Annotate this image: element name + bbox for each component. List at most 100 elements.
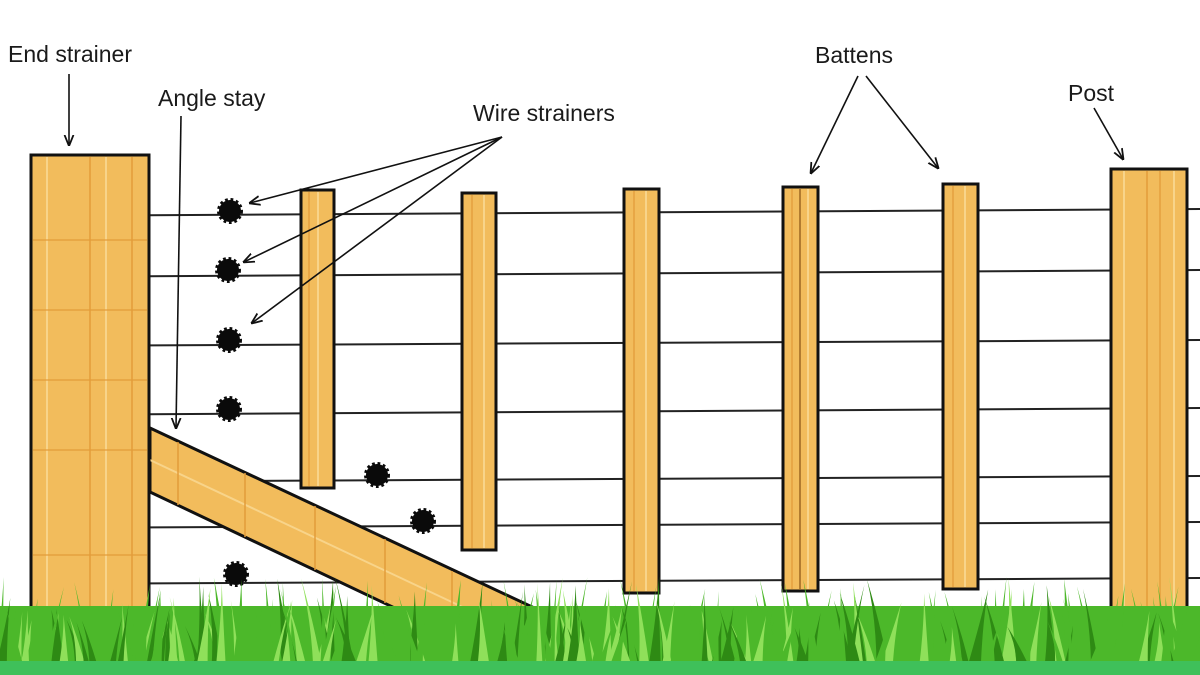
grass-blade	[232, 579, 245, 668]
grass-blade	[158, 612, 171, 668]
end-strainer-label: End strainer	[8, 41, 133, 67]
grass-blade	[574, 622, 588, 668]
grass-blade	[844, 584, 865, 668]
fence-wires	[29, 208, 1200, 585]
grass-blade	[76, 622, 91, 668]
wire-strainer-icon	[217, 198, 243, 224]
fence-wire	[29, 577, 1200, 585]
grass-blade	[81, 620, 99, 668]
grass-blade	[728, 620, 749, 668]
grass-blade	[590, 591, 607, 668]
grass-blade	[1048, 596, 1067, 668]
grass-blade	[648, 576, 661, 668]
grass-blade	[514, 599, 538, 668]
grass-blade	[759, 579, 780, 668]
grass-blade	[1137, 610, 1150, 668]
fence-post	[1109, 167, 1189, 621]
grass-blade	[1066, 603, 1075, 668]
grass-blade	[108, 616, 123, 668]
wire-strainer-icon	[364, 462, 390, 488]
grass-blade	[620, 578, 639, 668]
grass-blade	[944, 591, 965, 668]
grass-blade	[744, 614, 752, 668]
wire-strainer-icon	[410, 508, 436, 534]
grass-blade	[101, 589, 114, 668]
grass-blade	[24, 598, 38, 668]
grass-blade	[709, 620, 722, 668]
grass-blade	[155, 608, 170, 668]
fence-wire	[29, 208, 1200, 217]
grass-blade	[918, 593, 930, 668]
fence-wire	[29, 269, 1200, 278]
angle-stay	[148, 426, 562, 622]
grass-blade	[145, 590, 161, 668]
battens-arrow	[811, 75, 859, 173]
wire-strainer-icon	[216, 396, 242, 422]
grass-blade	[5, 610, 16, 668]
grass-blade	[676, 618, 693, 668]
grass-blade	[58, 614, 69, 668]
grass-blade	[984, 596, 1006, 668]
grass-blade	[354, 607, 374, 668]
grass-blade	[328, 625, 343, 668]
grass-blade	[132, 618, 142, 668]
grass-blade	[501, 624, 522, 668]
grass-blade	[661, 601, 675, 668]
grass-blade	[788, 619, 799, 668]
grass-blade	[473, 613, 480, 668]
grass-blade	[133, 584, 150, 668]
grass-blade	[608, 614, 628, 668]
batten	[941, 182, 980, 591]
batten	[622, 187, 661, 595]
grass-blade	[511, 593, 534, 668]
grass-blade	[1109, 607, 1125, 668]
grass-blade	[169, 596, 187, 668]
grass-blade	[495, 627, 508, 668]
grass-blade	[422, 614, 435, 668]
grass-blade	[547, 579, 557, 668]
grass-blade	[952, 606, 971, 668]
grass-blade	[701, 593, 708, 668]
angle-stay-arrow	[176, 115, 182, 428]
grass-blade	[402, 622, 413, 668]
grass-blade	[265, 578, 275, 668]
grass-blade	[477, 600, 490, 668]
fence-wire	[29, 407, 1200, 416]
grass-blade	[20, 610, 30, 668]
grass-blade	[925, 589, 936, 668]
grass	[0, 576, 1200, 675]
grass-blade	[281, 599, 293, 668]
grass-blade	[1017, 581, 1035, 668]
grass-blade	[948, 626, 958, 668]
grass-blade	[794, 627, 811, 668]
grass-blade	[967, 589, 989, 668]
grass-blade	[836, 588, 847, 668]
grass-blade	[795, 627, 805, 668]
grass-blade	[872, 622, 889, 668]
grass-blade	[280, 588, 297, 668]
grass-blade	[503, 580, 519, 668]
wire-strainers-label: Wire strainers	[473, 100, 615, 126]
grass-blade	[249, 607, 262, 668]
grass-blade	[49, 609, 64, 668]
grass-blade	[983, 615, 1003, 668]
grass-blade	[536, 583, 543, 668]
batten	[299, 188, 336, 490]
grass-blade	[1007, 626, 1030, 668]
grass-blade	[686, 618, 701, 668]
wire-strainers-arrow	[250, 136, 503, 203]
post-arrow	[1093, 107, 1123, 159]
grass-blade	[335, 617, 359, 668]
grass-blade	[74, 582, 92, 668]
grass-blade	[596, 621, 615, 668]
grass-blade	[813, 590, 832, 668]
grass-blade	[719, 608, 737, 668]
grass-blade	[117, 610, 137, 668]
grass-blade	[0, 597, 11, 668]
grass-blade	[287, 603, 307, 668]
grass-blade	[215, 583, 226, 668]
wire-strainer-icon	[216, 327, 242, 353]
grass-blade	[367, 585, 379, 668]
batten	[781, 185, 820, 593]
fence-wire	[29, 521, 1200, 529]
